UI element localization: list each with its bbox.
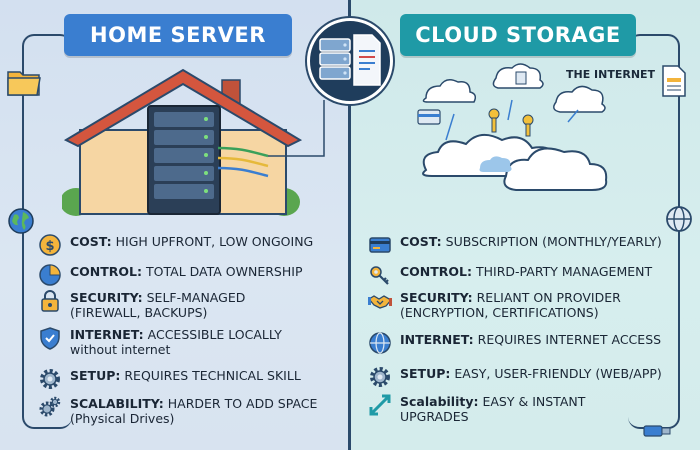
cloud-scalability-text: EASY & INSTANT <box>482 394 586 409</box>
cloud-control-item: CONTROL: THIRD-PARTY MANAGEMENT <box>368 264 652 287</box>
internet-label: THE INTERNET <box>566 68 656 81</box>
home-control-item: CONTROL: TOTAL DATA OWNERSHIP <box>38 264 303 287</box>
cloud-control-label: CONTROL: <box>400 264 473 279</box>
globe-icon <box>8 208 34 234</box>
cloud-setup-item: SETUP: EASY, USER-FRIENDLY (WEB/APP) <box>368 366 662 389</box>
scale-arrows-icon <box>369 394 391 416</box>
svg-text:$: $ <box>45 239 54 254</box>
cloud-internet-item: INTERNET: REQUIRES INTERNET ACCESS <box>368 332 661 355</box>
home-cost-text: HIGH UPFRONT, LOW ONGOING <box>115 234 314 249</box>
cloud-cost-text: SUBSCRIPTION (MONTHLY/YEARLY) <box>445 234 662 249</box>
folder-icon <box>7 71 41 96</box>
cloud-scalability-text2: UPGRADES <box>400 409 469 424</box>
cloud-network-illustration <box>417 63 608 191</box>
credit-card-icon <box>369 237 391 253</box>
home-security-item: SECURITY: SELF-MANAGED(FIREWALL, BACKUPS… <box>38 290 245 320</box>
gear-icon <box>40 369 60 389</box>
home-internet-text: ACCESSIBLE LOCALLY <box>147 327 282 342</box>
cloud-setup-label: SETUP: <box>400 366 451 381</box>
cloud-control-text: THIRD-PARTY MANAGEMENT <box>476 264 653 279</box>
home-security-text: SELF-MANAGED <box>146 290 246 305</box>
cloud-scalability-item: Scalability: EASY & INSTANT UPGRADES <box>368 394 585 424</box>
home-setup-text: REQUIRES TECHNICAL SKILL <box>124 368 301 383</box>
home-cost-item: $ COST: HIGH UPFRONT, LOW ONGOING <box>38 234 313 257</box>
cable-plug-icon <box>643 425 671 437</box>
document-icon <box>662 65 686 97</box>
cloud-cost-label: COST: <box>400 234 442 249</box>
dollar-coin-icon: $ <box>39 234 61 256</box>
key-icon <box>370 266 389 285</box>
globe-icon <box>369 332 391 354</box>
home-internet-label: INTERNET: <box>70 327 144 342</box>
home-security-text2: (FIREWALL, BACKUPS) <box>70 305 208 320</box>
cloud-storage-title: CLOUD STORAGE <box>400 14 636 56</box>
home-server-house <box>62 68 325 216</box>
server-document-badge <box>307 18 393 104</box>
cloud-scalability-label: Scalability: <box>400 394 479 409</box>
home-cost-label: COST: <box>70 234 112 249</box>
cloud-internet-label: INTERNET: <box>400 332 474 347</box>
cloud-security-label: SECURITY: <box>400 290 473 305</box>
cloud-security-text2: (ENCRYPTION, CERTIFICATIONS) <box>400 305 599 320</box>
cloud-security-item: SECURITY: RELIANT ON PROVIDER(ENCRYPTION… <box>368 290 621 320</box>
home-setup-item: SETUP: REQUIRES TECHNICAL SKILL <box>38 368 301 391</box>
globe-icon-right <box>666 206 692 232</box>
handshake-icon <box>368 295 392 309</box>
home-setup-label: SETUP: <box>70 368 121 383</box>
home-control-label: CONTROL: <box>70 264 143 279</box>
server-document-icon <box>319 34 381 86</box>
center-divider <box>348 0 351 450</box>
home-internet-text2: without internet <box>70 342 171 357</box>
home-scalability-label: SCALABILITY: <box>70 396 164 411</box>
gears-icon <box>39 396 61 417</box>
shield-check-icon <box>40 327 60 350</box>
gear-icon <box>370 367 390 387</box>
home-security-label: SECURITY: <box>70 290 143 305</box>
home-scalability-text: HARDER TO ADD SPACE <box>167 396 318 411</box>
home-scalability-item: SCALABILITY: HARDER TO ADD SPACE(Physica… <box>38 396 317 426</box>
cloud-internet-text: REQUIRES INTERNET ACCESS <box>477 332 662 347</box>
home-server-title: HOME SERVER <box>64 14 292 56</box>
home-scalability-text2: (Physical Drives) <box>70 411 175 426</box>
pie-chart-icon <box>39 264 61 286</box>
cloud-cost-item: COST: SUBSCRIPTION (MONTHLY/YEARLY) <box>368 234 662 257</box>
home-control-text: TOTAL DATA OWNERSHIP <box>146 264 303 279</box>
cloud-setup-text: EASY, USER-FRIENDLY (WEB/APP) <box>454 366 662 381</box>
padlock-icon <box>41 290 59 312</box>
cloud-security-text: RELIANT ON PROVIDER <box>476 290 621 305</box>
